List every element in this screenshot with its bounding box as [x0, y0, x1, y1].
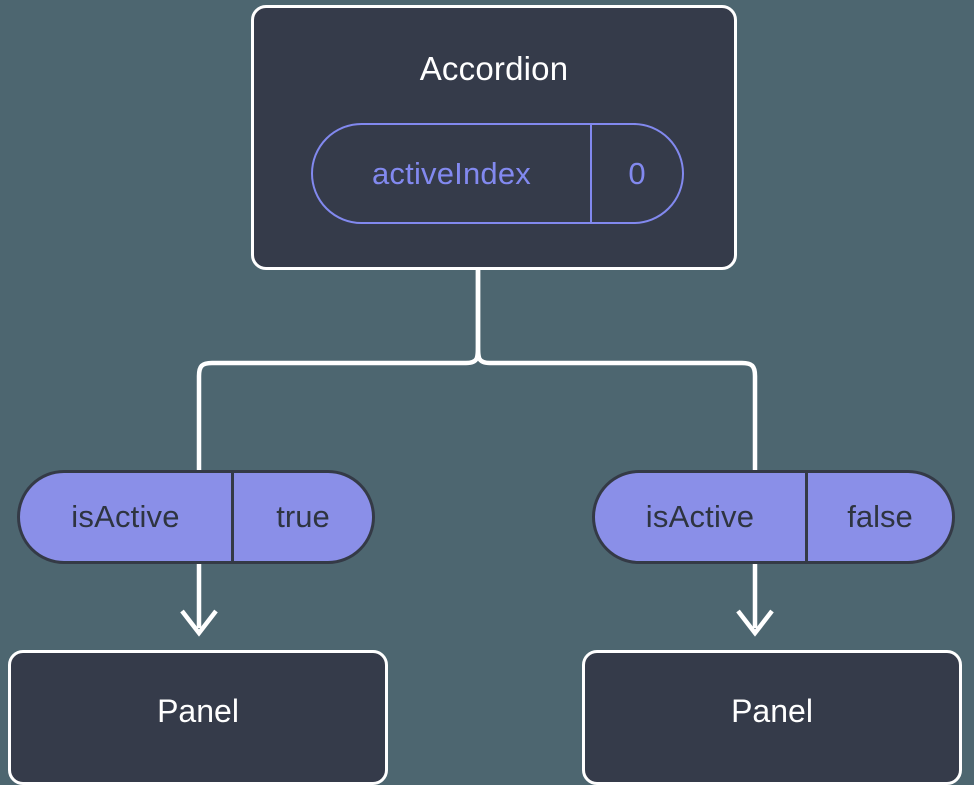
panel-label: Panel: [731, 693, 813, 729]
branch-split-path: [196, 270, 481, 470]
prop-pill-key: isActive: [71, 499, 180, 534]
panel-label: Panel: [157, 693, 239, 729]
state-pill-divider: [590, 125, 592, 222]
accordion-title: Accordion: [419, 50, 569, 87]
accordion-component-card[interactable]: Accordion activeIndex 0: [251, 5, 737, 270]
prop-pill-value: false: [847, 499, 913, 534]
prop-pill-value: true: [276, 499, 330, 534]
panel-card-left[interactable]: Panel: [8, 650, 388, 785]
prop-pill-isactive-false[interactable]: isActive false: [592, 470, 955, 564]
prop-pill-key: isActive: [645, 499, 755, 534]
prop-pill-divider: [805, 473, 808, 561]
branch-split-path-right: [475, 270, 758, 470]
state-pill-value: 0: [628, 155, 646, 191]
state-pill-activeindex[interactable]: activeIndex 0: [311, 123, 684, 224]
state-pill-key: activeIndex: [371, 155, 532, 191]
panel-card-right[interactable]: Panel: [582, 650, 962, 785]
prop-pill-divider: [231, 473, 234, 561]
arrow-right: [736, 564, 774, 637]
prop-pill-isactive-true[interactable]: isActive true: [17, 470, 375, 564]
arrow-left: [180, 564, 218, 637]
